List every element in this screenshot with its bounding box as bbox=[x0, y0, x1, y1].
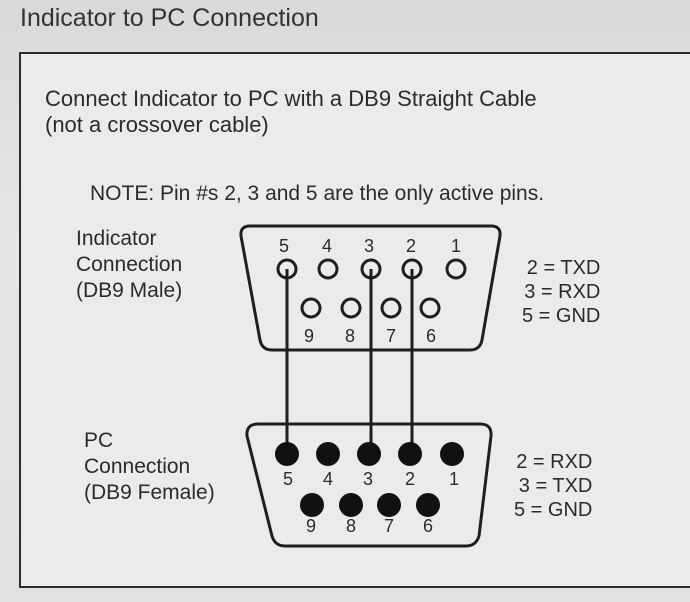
indicator-label-line-3: (DB9 Male) bbox=[76, 279, 183, 302]
male-pin-label-5: 5 bbox=[279, 236, 289, 256]
female-pin-label-1: 1 bbox=[449, 469, 459, 489]
female-bottom-pins bbox=[300, 493, 440, 517]
female-pin-8 bbox=[339, 493, 363, 517]
female-pin-label-2: 2 bbox=[405, 469, 415, 489]
male-pin-7 bbox=[380, 297, 402, 319]
indicator-signal-list: 2 = TXD 3 = RXD 5 = GND bbox=[522, 256, 600, 328]
cable-wires bbox=[285, 271, 414, 452]
female-pin-label-8: 8 bbox=[346, 516, 356, 536]
male-pin-1 bbox=[445, 258, 467, 280]
intro-line-2: (not a crossover cable) bbox=[45, 112, 269, 137]
pc-signal-rxd: 2 = RXD bbox=[516, 451, 593, 473]
male-pin-label-3: 3 bbox=[364, 236, 374, 256]
male-pin-6 bbox=[419, 297, 441, 319]
male-pin-label-9: 9 bbox=[304, 326, 314, 346]
indicator-label-line-1: Indicator bbox=[76, 227, 157, 250]
female-pin-1 bbox=[440, 442, 464, 466]
male-pin-label-1: 1 bbox=[451, 236, 461, 256]
female-pin-5 bbox=[275, 442, 299, 466]
female-pin-label-3: 3 bbox=[363, 469, 373, 489]
female-pin-label-6: 6 bbox=[423, 516, 433, 536]
male-pin-9 bbox=[300, 297, 322, 319]
pc-signal-gnd: 5 = GND bbox=[514, 499, 593, 521]
pc-signal-txd: 3 = TXD bbox=[518, 475, 593, 497]
pc-connection-label: PC Connection (DB9 Female) bbox=[84, 428, 215, 506]
female-pin-7 bbox=[377, 493, 401, 517]
pc-label-line-2: Connection bbox=[84, 455, 191, 478]
indicator-connection-label: Indicator Connection (DB9 Male) bbox=[76, 226, 182, 304]
pc-label-line-1: PC bbox=[84, 429, 114, 452]
indicator-label-line-2: Connection bbox=[76, 253, 183, 276]
indicator-signal-rxd: 3 = RXD bbox=[524, 281, 601, 303]
female-pin-label-7: 7 bbox=[384, 516, 394, 536]
female-top-pins bbox=[275, 442, 464, 466]
female-pin-4 bbox=[316, 442, 340, 466]
indicator-signal-gnd: 5 = GND bbox=[522, 305, 601, 327]
male-pin-label-4: 4 bbox=[322, 236, 332, 256]
male-pin-label-2: 2 bbox=[406, 236, 416, 256]
male-pin-label-8: 8 bbox=[345, 326, 355, 346]
male-pin-label-6: 6 bbox=[426, 326, 436, 346]
female-pin-label-9: 9 bbox=[306, 516, 316, 536]
female-pin-2 bbox=[398, 442, 422, 466]
male-pin-4 bbox=[317, 258, 339, 280]
pc-label-line-3: (DB9 Female) bbox=[84, 481, 215, 504]
active-pins-note: NOTE: Pin #s 2, 3 and 5 are the only act… bbox=[90, 182, 545, 205]
female-pin-6 bbox=[416, 493, 440, 517]
intro-line-1: Connect Indicator to PC with a DB9 Strai… bbox=[45, 86, 537, 111]
male-pin-label-7: 7 bbox=[386, 326, 396, 346]
female-pin-label-4: 4 bbox=[323, 469, 333, 489]
db9-female-shell bbox=[245, 422, 493, 548]
male-pin-8 bbox=[340, 297, 362, 319]
pc-signal-list: 2 = RXD 3 = TXD 5 = GND bbox=[514, 450, 592, 522]
female-pin-3 bbox=[357, 442, 381, 466]
female-pin-9 bbox=[300, 493, 324, 517]
intro-text: Connect Indicator to PC with a DB9 Strai… bbox=[45, 86, 537, 138]
page-title: Indicator to PC Connection bbox=[20, 4, 319, 32]
female-pin-label-5: 5 bbox=[283, 469, 293, 489]
db9-male-shell bbox=[239, 224, 502, 352]
indicator-signal-txd: 2 = TXD bbox=[526, 257, 601, 279]
male-bottom-pins bbox=[300, 297, 441, 319]
